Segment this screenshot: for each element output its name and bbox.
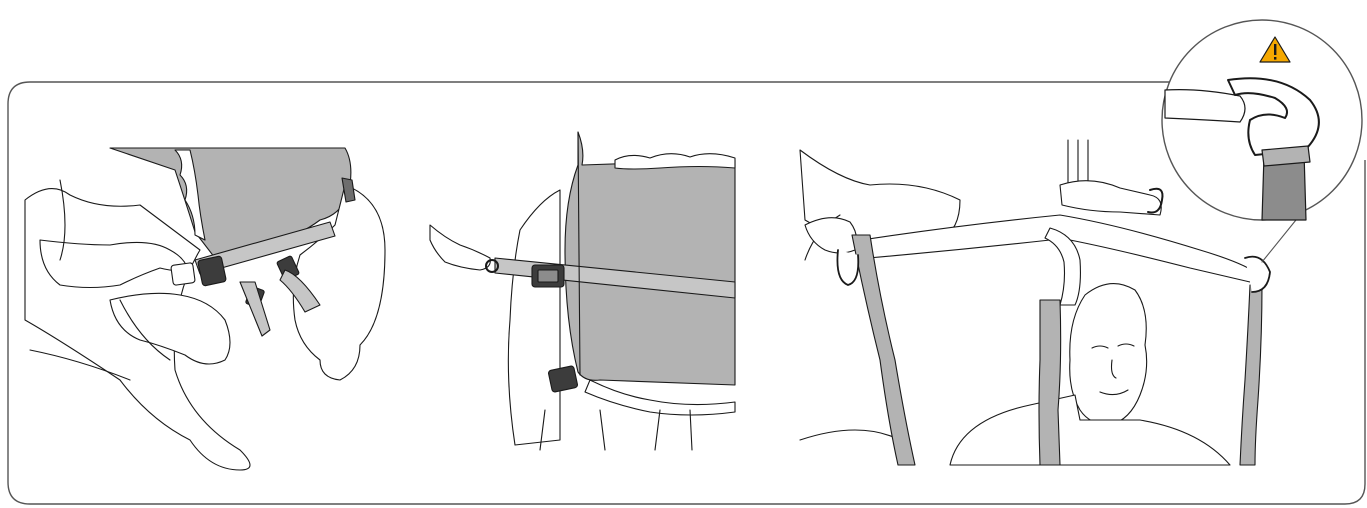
panel-3-strap-right (1240, 285, 1262, 465)
panel-1-buckle-male (171, 263, 196, 286)
panel-2-lining-top (615, 154, 735, 169)
panel-2-buckle-lower (548, 366, 578, 393)
panel-2-body (508, 190, 560, 445)
inset-detail (1162, 20, 1362, 220)
panel-3-inset-leader (1262, 215, 1300, 262)
panel-2-hand (430, 225, 490, 270)
panel-1-buckle-female (198, 256, 227, 286)
panel-1-buckle-fastening (25, 148, 385, 470)
panel-3-patient-head (1070, 284, 1147, 425)
panel-3-strap-right-loop (1245, 257, 1270, 292)
panel-2-legs (540, 410, 692, 450)
panel-3-hanger-head (1060, 181, 1161, 215)
panel-2-buckle-inner (538, 270, 558, 282)
panel-3-strap-left-loop (837, 250, 858, 285)
inset-strap-top (1262, 146, 1310, 166)
panel-3-hand (805, 218, 857, 253)
panel-3-hanger-rods (1068, 140, 1088, 185)
panel-1-hanging-strap (240, 282, 270, 336)
inset-bar (1165, 90, 1245, 122)
panel-2-sling-back (565, 132, 735, 385)
panel-3-strap-center (1039, 300, 1061, 465)
panel-2-belt-tightening (430, 132, 735, 450)
